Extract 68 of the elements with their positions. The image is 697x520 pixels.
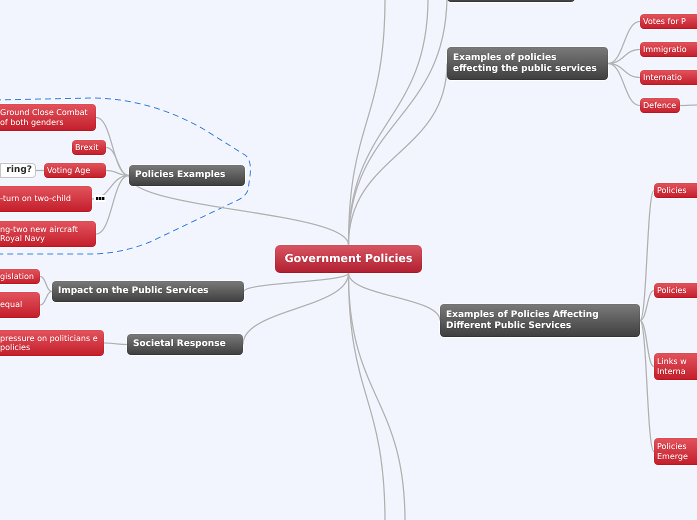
connector-line (244, 272, 349, 292)
node-text: Government Policies (284, 252, 412, 266)
node-text: Impact on the Public Services (58, 286, 209, 297)
node-text: Brexit (75, 142, 98, 152)
subtopic-box (0, 186, 92, 212)
connector-line (608, 20, 640, 64)
subtopic-box (640, 42, 697, 57)
subtopic-box (640, 14, 697, 29)
node-text: Immigratio (643, 44, 687, 54)
connector-line (242, 272, 350, 345)
connector-line (640, 320, 654, 368)
subtopic-box (654, 183, 697, 198)
subtopic-box (0, 104, 96, 131)
subtopic-box (0, 330, 104, 356)
node-text: Links w Interna (657, 357, 688, 376)
node-text: equal (0, 300, 22, 310)
connector-line (348, 272, 441, 321)
connector-line (608, 62, 640, 106)
node-text: Internatio (643, 72, 682, 82)
subtopic-box (44, 163, 106, 178)
topic-box (127, 334, 243, 355)
subtopic-box (72, 140, 106, 155)
node-text: pressure on politicians e policies (0, 334, 99, 352)
connector-line (40, 290, 52, 306)
subtopic-box (640, 70, 697, 85)
node-text: Policies Examples (135, 170, 226, 181)
node-text: Examples of policies effecting the public services (453, 53, 598, 74)
connector-line (128, 175, 350, 246)
node-text: Voting Age (47, 166, 90, 176)
node-text: ring? (6, 165, 32, 176)
node-text: Examples of Policies Affecting Different Public Services (446, 310, 600, 331)
node-text: Votes for P (643, 16, 686, 26)
topic-box (52, 281, 244, 302)
topic-box (447, 47, 608, 80)
node-text: Societal Response (133, 339, 226, 350)
connector-line (96, 174, 130, 235)
connector-line (608, 62, 640, 78)
subtopic-box (654, 353, 697, 380)
note-box (0, 163, 36, 178)
subtopic-box (640, 98, 680, 113)
connector-line (348, 0, 429, 246)
subtopic-box (0, 292, 40, 318)
connector-line (106, 170, 130, 176)
node-text: ng-two new aircraft Royal Navy (0, 224, 79, 244)
connector-line (680, 104, 697, 106)
connector-line (639, 320, 655, 452)
connector-line (640, 290, 654, 322)
topic-box (129, 165, 245, 186)
subtopic-box (0, 221, 96, 247)
node-text: Defence (643, 100, 676, 110)
central-topic (275, 245, 422, 273)
subtopic-box (654, 438, 697, 465)
node-text: Ground Close Combat of both genders (0, 108, 89, 127)
connector-line (92, 174, 130, 200)
connector-line (608, 48, 640, 64)
connector-line (106, 146, 130, 176)
node-text: Policies Emerge (657, 442, 689, 461)
connector-line (348, 272, 406, 520)
connector-line (104, 342, 127, 346)
topic-box (440, 304, 640, 337)
node-text: gislation (0, 272, 34, 282)
node-text: -turn on two-child (0, 194, 71, 204)
connector-line (40, 276, 52, 292)
subtopic-box (0, 269, 40, 284)
node-text: Policies (657, 286, 687, 296)
connector-line (639, 190, 655, 321)
node-text: Policies (657, 186, 687, 196)
subtopic-box (654, 283, 697, 298)
